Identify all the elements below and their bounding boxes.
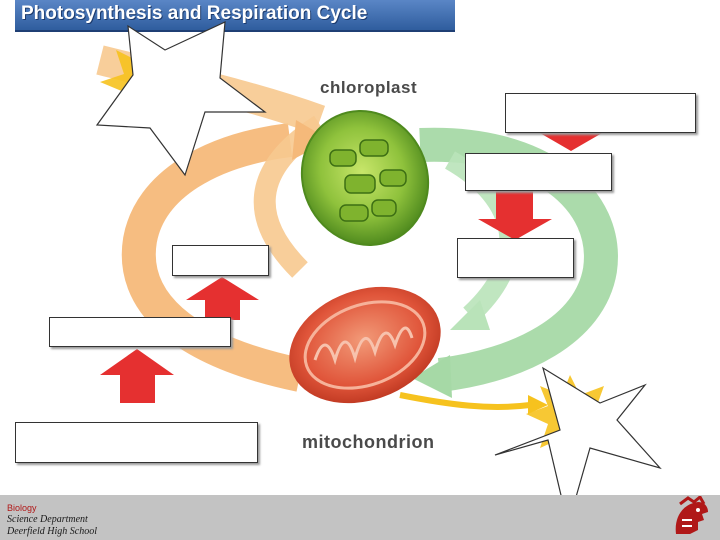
answer-box-2[interactable] (465, 153, 612, 191)
answer-box-5[interactable] (49, 317, 231, 347)
answer-box-1[interactable] (505, 93, 696, 133)
page-title: Photosynthesis and Respiration Cycle (21, 3, 368, 24)
chloroplast-illustration (300, 110, 430, 246)
footer-school: Deerfield High School (7, 526, 97, 537)
red-arrow-icon (478, 190, 552, 240)
cycle-diagram (95, 21, 662, 495)
spartan-logo-icon (675, 496, 708, 534)
star-icon (494, 366, 662, 495)
mitochondrion-label: mitochondrion (302, 432, 435, 452)
answer-box-6[interactable] (15, 422, 258, 463)
energy-arrow (399, 392, 548, 414)
footer-subject: Biology (7, 503, 37, 513)
chloroplast-label: chloroplast (320, 78, 418, 97)
footer-bar (0, 495, 720, 540)
footer-department: Science Department (7, 514, 88, 525)
answer-box-4[interactable] (172, 245, 269, 276)
star-icon (95, 21, 267, 177)
answer-box-3[interactable] (457, 238, 574, 278)
red-arrow-icon (100, 349, 174, 403)
red-arrow-icon (186, 277, 259, 320)
mitochondrion-illustration (289, 286, 441, 404)
title-bar: Photosynthesis and Respiration Cycle (15, 0, 455, 32)
